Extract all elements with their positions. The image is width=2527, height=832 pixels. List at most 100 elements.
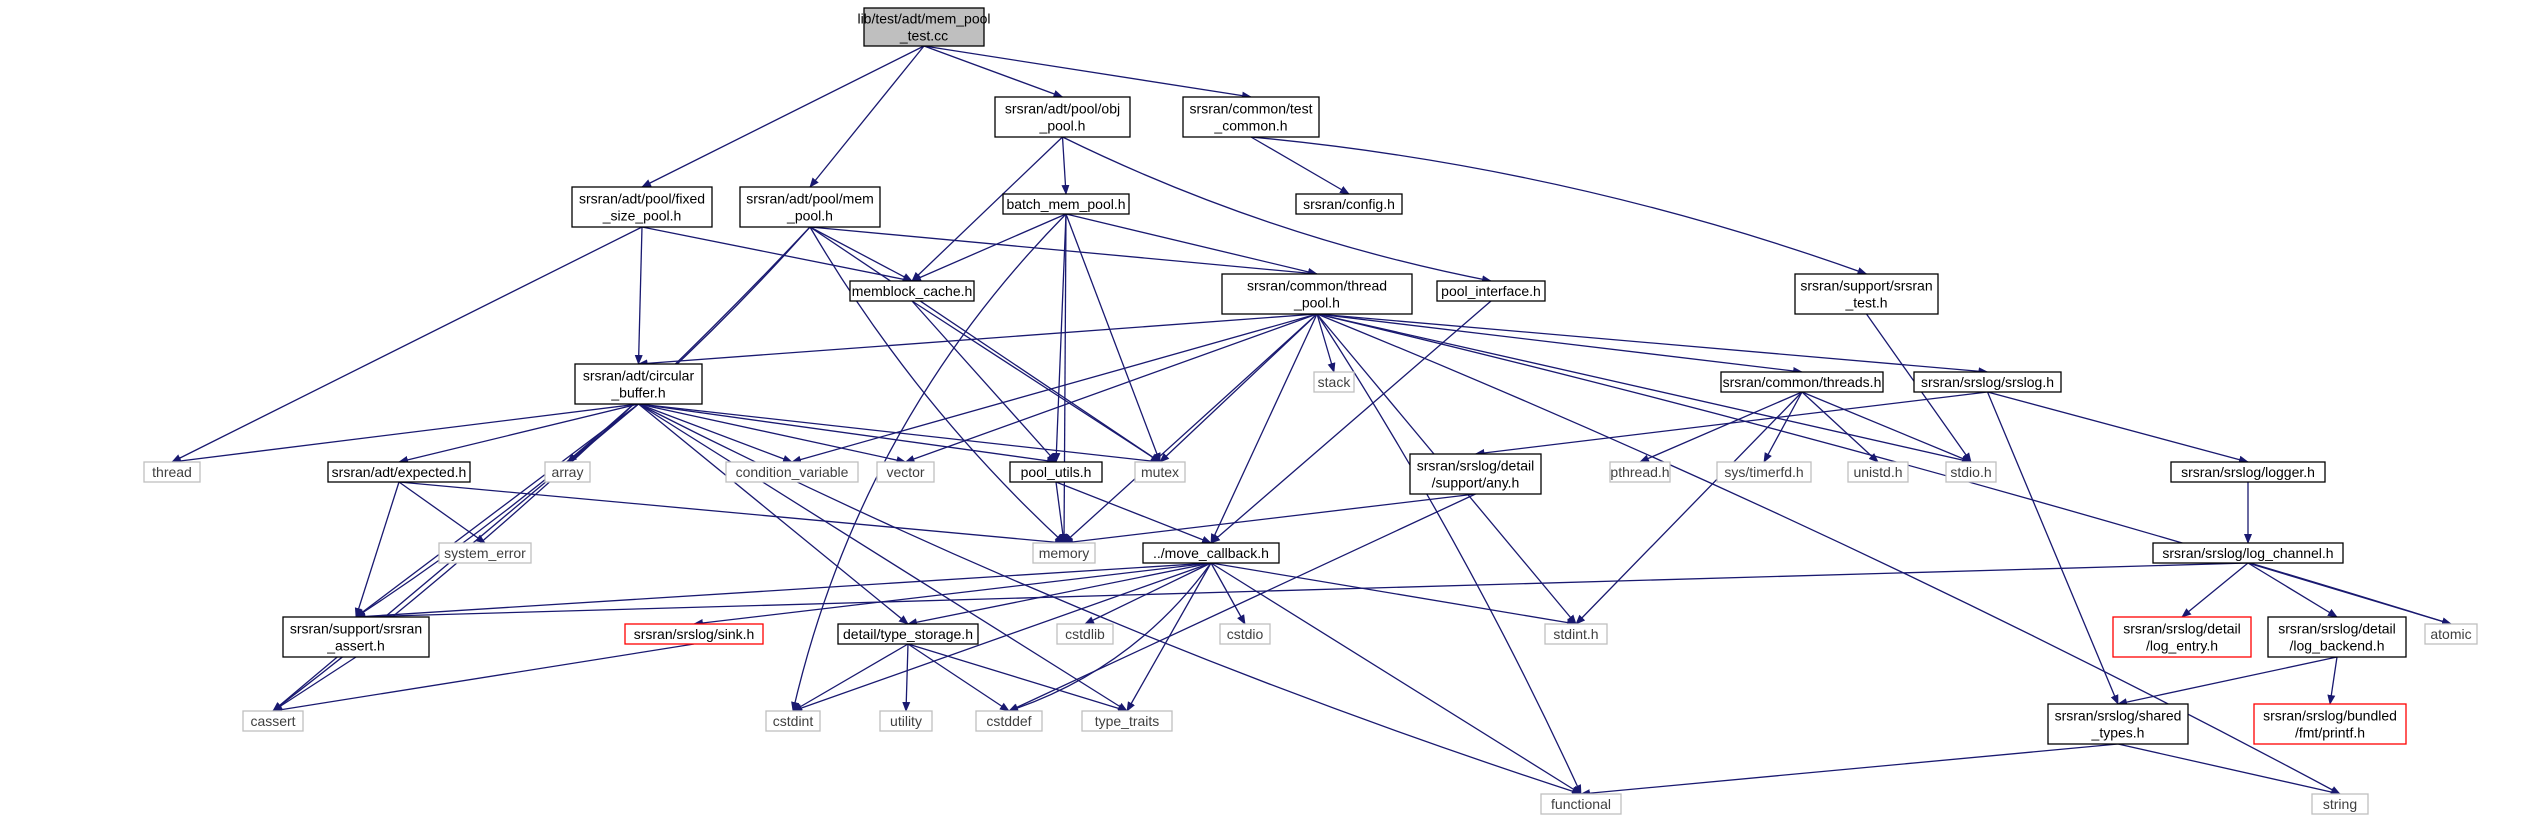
node-label: mutex — [1141, 464, 1179, 480]
node-move-callback[interactable]: ../move_callback.h — [1142, 542, 1280, 564]
edge-log-backend-to-shared-types — [2117, 656, 2338, 707]
node-box — [2267, 616, 2407, 658]
edge-thread-pool-to-threads — [1316, 313, 1803, 375]
edge-thread-pool-to-string — [1316, 313, 2341, 795]
node-box — [143, 461, 201, 483]
node-label: /log_entry.h — [2146, 638, 2218, 654]
node-label: srsran/config.h — [1303, 196, 1395, 212]
edge-expected-to-srsran-assert — [354, 481, 400, 618]
node-box — [1032, 542, 1096, 564]
node-srsran-assert[interactable]: srsran/support/srsran_assert.h — [282, 616, 430, 658]
node-batch-mem-pool[interactable]: batch_mem_pool.h — [1002, 193, 1130, 215]
node-label: srsran/srslog/sink.h — [634, 626, 755, 642]
node-log-channel[interactable]: srsran/srslog/log_channel.h — [2152, 542, 2344, 564]
node-fixed-size-pool[interactable]: srsran/adt/pool/fixed_size_pool.h — [571, 186, 713, 228]
edge-circular-buffer-to-expected — [398, 403, 639, 464]
node-srslog[interactable]: srsran/srslog/srslog.h — [1913, 371, 2062, 393]
node-thread-pool[interactable]: srsran/common/thread_pool.h — [1221, 273, 1413, 315]
node-memory: memory — [1032, 542, 1096, 564]
edge-mem-pool-test-to-test-common — [923, 45, 1252, 100]
edge-batch-mem-pool-to-memory — [1060, 213, 1069, 544]
node-label: srsran/common/test — [1190, 101, 1313, 117]
edge-circular-buffer-to-srsran-assert — [355, 403, 639, 618]
node-label: memblock_cache.h — [852, 283, 973, 299]
node-mem-pool[interactable]: srsran/adt/pool/mem_pool.h — [739, 186, 881, 228]
edge-batch-mem-pool-to-memblock-cache — [911, 213, 1067, 282]
node-label: atomic — [2430, 626, 2471, 642]
node-box — [994, 96, 1131, 138]
node-box — [837, 623, 979, 645]
node-cstdio: cstdio — [1219, 623, 1271, 645]
node-printf[interactable]: srsran/srslog/bundled/fmt/printf.h — [2253, 703, 2407, 745]
node-box — [544, 461, 591, 483]
node-label: cstdio — [1227, 626, 1264, 642]
node-label: srsran/srslog/shared — [2055, 708, 2182, 724]
edge-fixed-size-pool-to-circular-buffer — [634, 226, 643, 365]
node-box — [1221, 273, 1413, 315]
edge-mem-pool-to-memblock-cache — [809, 226, 913, 282]
node-logger[interactable]: srsran/srslog/logger.h — [2170, 461, 2326, 483]
node-label: srsran/srslog/detail — [2278, 621, 2396, 637]
node-label: stdio.h — [1950, 464, 1991, 480]
edge-log-backend-to-printf — [2327, 656, 2338, 705]
node-box — [327, 461, 471, 483]
edge-circular-buffer-to-condition-variable — [638, 403, 793, 463]
node-label: unistd.h — [1853, 464, 1902, 480]
node-label: srsran/support/srsran — [290, 621, 422, 637]
node-label: vector — [886, 464, 924, 480]
edge-threads-to-unistd — [1801, 391, 1879, 463]
node-label: ../move_callback.h — [1153, 545, 1269, 561]
node-test-common[interactable]: srsran/common/test_common.h — [1182, 96, 1320, 138]
node-pool-utils[interactable]: pool_utils.h — [1009, 461, 1103, 483]
node-label: _test.h — [1844, 295, 1887, 311]
node-expected[interactable]: srsran/adt/expected.h — [327, 461, 471, 483]
node-sink[interactable]: srsran/srslog/sink.h — [624, 623, 764, 645]
node-pthread: pthread.h — [1609, 461, 1671, 483]
edge-shared-types-to-string — [2117, 743, 2341, 796]
node-stack: stack — [1313, 371, 1355, 393]
edge-log-channel-to-srsran-assert — [355, 562, 2249, 621]
node-srsran-test[interactable]: srsran/support/srsran_test.h — [1794, 273, 1939, 315]
node-box — [2170, 461, 2326, 483]
node-box — [438, 542, 532, 564]
node-box — [1436, 280, 1546, 302]
node-box — [1219, 623, 1271, 645]
edge-thread-pool-to-memory — [1063, 313, 1318, 544]
node-memblock-cache[interactable]: memblock_cache.h — [849, 280, 975, 302]
node-array: array — [544, 461, 591, 483]
node-threads[interactable]: srsran/common/threads.h — [1720, 371, 1884, 393]
node-vector: vector — [876, 461, 935, 483]
node-mem-pool-test[interactable]: lib/test/adt/mem_pool_test.cc — [857, 7, 991, 47]
node-shared-types[interactable]: srsran/srslog/shared_types.h — [2047, 703, 2189, 745]
edge-any-to-cstddef — [1008, 493, 1476, 712]
node-box — [1009, 461, 1103, 483]
node-stdint: stdint.h — [1544, 623, 1608, 645]
edge-move-callback-to-type-storage — [907, 562, 1212, 627]
node-label: _assert.h — [326, 638, 385, 654]
node-type-storage[interactable]: detail/type_storage.h — [837, 623, 979, 645]
node-log-backend[interactable]: srsran/srslog/detail/log_backend.h — [2267, 616, 2407, 658]
edge-type-storage-to-utility — [902, 643, 911, 712]
edge-mem-pool-test-to-fixed-size-pool — [641, 45, 925, 188]
node-label: /fmt/printf.h — [2295, 725, 2365, 741]
node-label: cassert — [250, 713, 295, 729]
node-any[interactable]: srsran/srslog/detail/support/any.h — [1409, 453, 1542, 495]
node-config[interactable]: srsran/config.h — [1295, 193, 1403, 215]
node-obj-pool[interactable]: srsran/adt/pool/obj_pool.h — [994, 96, 1131, 138]
node-label: srsran/adt/pool/obj — [1005, 101, 1120, 117]
node-layer: lib/test/adt/mem_pool_test.cc srsran/adt/… — [143, 7, 2478, 815]
node-label: srsran/support/srsran — [1800, 278, 1932, 294]
node-label: sys/timerfd.h — [1724, 464, 1803, 480]
node-circular-buffer[interactable]: srsran/adt/circular_buffer.h — [574, 363, 703, 405]
edge-log-channel-to-log-backend — [2247, 562, 2338, 618]
node-log-entry[interactable]: srsran/srslog/detail/log_entry.h — [2112, 616, 2252, 658]
node-label: _size_pool.h — [602, 208, 682, 224]
node-string: string — [2311, 793, 2369, 815]
node-label: _pool.h — [1039, 118, 1086, 134]
node-box — [1544, 623, 1608, 645]
node-label: /log_backend.h — [2290, 638, 2385, 654]
node-utility: utility — [879, 710, 933, 732]
node-label: stack — [1318, 374, 1352, 390]
node-pool-interface[interactable]: pool_interface.h — [1436, 280, 1546, 302]
